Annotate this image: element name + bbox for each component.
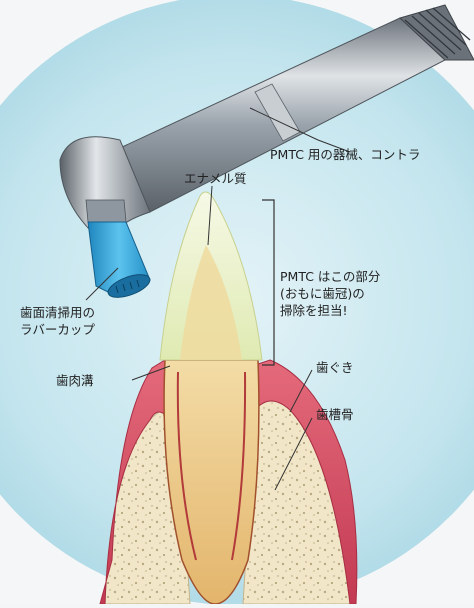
label-pmtc-scope-line1: PMTC はこの部分 <box>280 268 380 285</box>
label-pmtc-scope-line3: 掃除を担当! <box>280 302 380 319</box>
label-pmtc-scope: PMTC はこの部分 (おもに歯冠)の 掃除を担当! <box>280 268 380 319</box>
label-rubber-cup-line1: 歯面清掃用の <box>20 304 95 321</box>
label-enamel: エナメル質 <box>184 170 247 187</box>
label-alveolar-bone: 歯槽骨 <box>316 406 354 423</box>
label-gingiva: 歯ぐき <box>316 359 354 376</box>
label-pmtc-scope-line2: (おもに歯冠)の <box>280 285 380 302</box>
label-rubber-cup: 歯面清掃用の ラバーカップ <box>20 304 95 338</box>
label-contra: PMTC 用の器械、コントラ <box>270 146 420 163</box>
label-rubber-cup-line2: ラバーカップ <box>20 321 95 338</box>
label-sulcus: 歯肉溝 <box>56 372 94 389</box>
